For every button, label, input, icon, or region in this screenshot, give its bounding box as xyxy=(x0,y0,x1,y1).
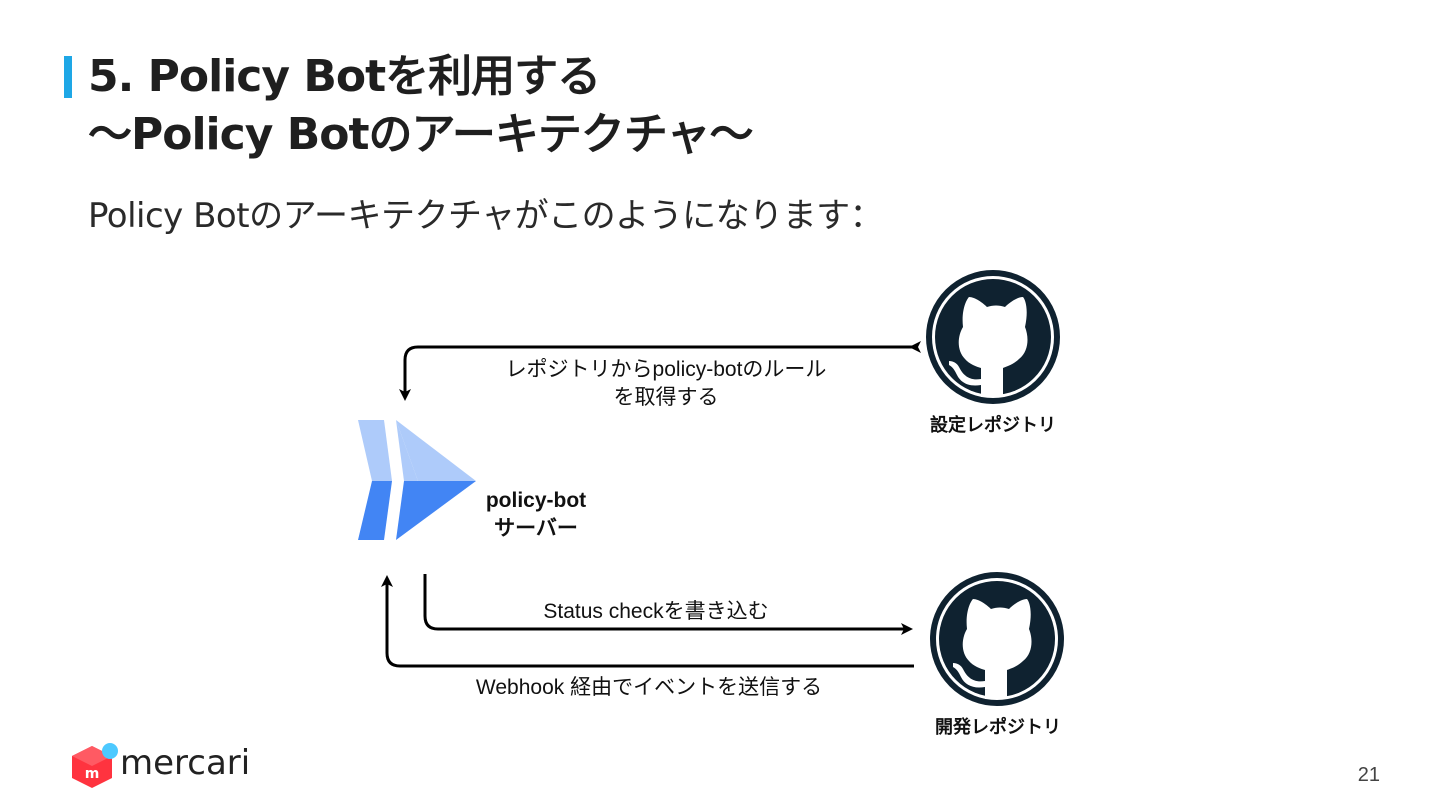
server-label-line1: policy-bot xyxy=(485,489,587,512)
status-check-label: Status checkを書き込む xyxy=(543,600,769,623)
slide-title-line2: 〜Policy Botのアーキテクチャ〜 xyxy=(88,109,753,160)
title-accent-bar xyxy=(64,56,72,98)
fetch-rules-label-line2: を取得する xyxy=(613,386,719,409)
webhook-label: Webhook 経由でイベントを送信する xyxy=(475,676,823,699)
mercari-wordmark: mercari xyxy=(120,743,251,783)
server-label: policy-bot サーバー xyxy=(470,487,602,543)
fetch-rules-label: レポジトリからpolicy-botのルール を取得する xyxy=(480,356,852,412)
page-number: 21 xyxy=(1357,764,1380,786)
github-octocat-icon xyxy=(930,572,1064,706)
status-check-arrow xyxy=(423,574,913,635)
intro-text: Policy Botのアーキテクチャがこのようになります： xyxy=(88,196,884,236)
server-label-line2: サーバー xyxy=(494,517,578,540)
svg-text:m: m xyxy=(85,766,100,782)
dev-repo-label: 開発レポジトリ xyxy=(935,717,1061,737)
cloud-run-chevron-icon xyxy=(358,420,476,540)
config-repo-label: 設定レポジトリ xyxy=(930,415,1056,435)
fetch-rules-arrow xyxy=(399,341,921,401)
slide-title: 5. Policy Botを利用する 〜Policy Botのアーキテクチャ〜 xyxy=(88,48,753,164)
mercari-logo-icon: m xyxy=(72,743,118,788)
fetch-rules-label-line1: レポジトリからpolicy-botのルール xyxy=(505,358,827,381)
github-octocat-icon xyxy=(926,270,1060,404)
webhook-arrow xyxy=(381,575,914,668)
slide-title-line1: 5. Policy Botを利用する xyxy=(88,51,601,102)
